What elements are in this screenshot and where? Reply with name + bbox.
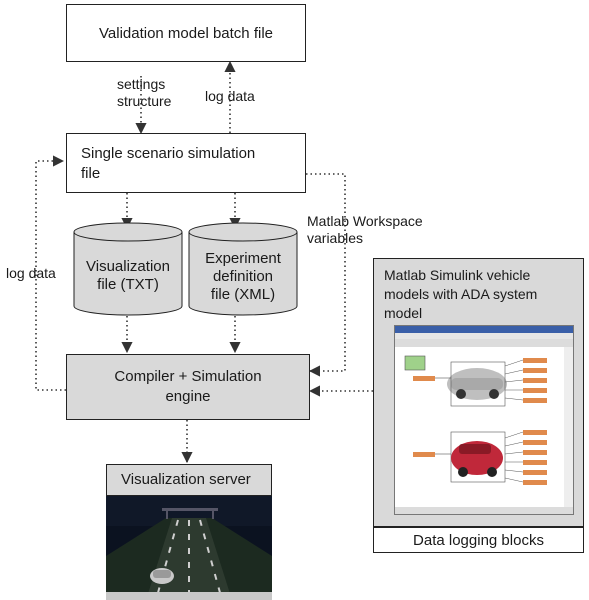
log-data-top-label: log data [205,88,255,104]
visualization-file-label: Visualization file (TXT) [86,258,170,293]
compiler-box: Compiler + Simulation engine [66,354,310,420]
settings-label: settings structure [117,76,172,109]
workspace-arrow [306,173,346,377]
visualization-file-cylinder [73,222,183,316]
batch-file-box: Validation model batch file [66,4,306,62]
visualization-server-label: Visualization server [121,471,251,488]
simulink-window-thumbnail [394,325,574,515]
data-logging-box: Data logging blocks [373,527,584,553]
visualization-server-box: Visualization server [106,464,272,496]
single-scenario-box: Single scenario simulation file [66,133,306,193]
compiler-line2: engine [165,388,211,405]
simulink-model-box: Matlab Simulink vehicle models with ADA … [373,258,584,527]
single-scenario-line1: Single scenario simulation [81,145,256,162]
visualization-screenshot [106,496,272,600]
workspace-label: Matlab Workspace variables [307,213,423,246]
log-data-left-label: log data [6,265,56,281]
simulink-model-label: Matlab Simulink vehicle models with ADA … [384,267,538,321]
experiment-file-cylinder [188,222,298,316]
compiler-line1: Compiler + Simulation [114,368,262,385]
batch-file-label: Validation model batch file [99,24,273,42]
data-logging-label: Data logging blocks [413,531,544,549]
single-scenario-line2: file [81,165,101,182]
log-data-loop-arrow [35,155,66,391]
experiment-file-label: Experiment definition file (XML) [205,250,281,303]
